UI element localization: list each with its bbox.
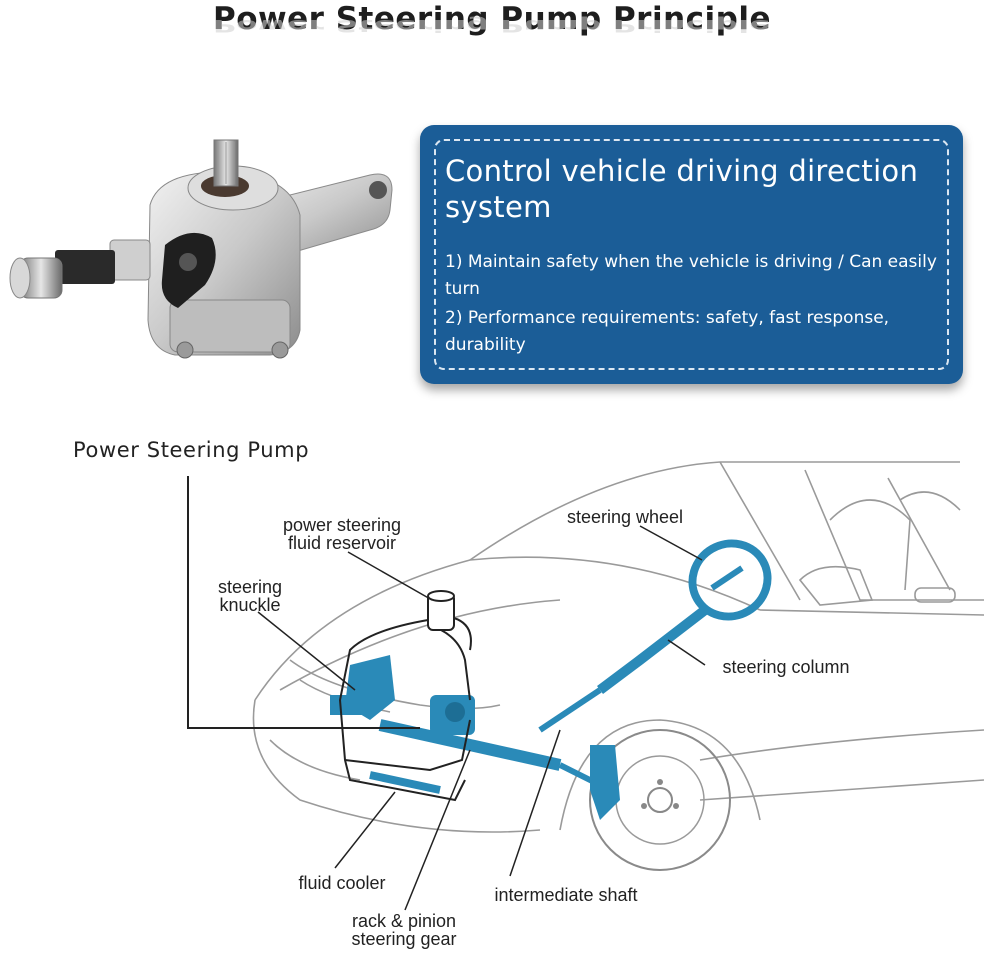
info-item: 2) Performance requirements: safety, fas… (445, 308, 890, 355)
pump-label: Power Steering Pump (73, 438, 310, 462)
callout-line: rack & pinion (351, 911, 457, 931)
callout-line: steering gear (351, 929, 457, 949)
callout-fluid-cooler: fluid cooler (298, 873, 386, 893)
fluid-hoses (338, 617, 472, 802)
info-box: Control vehicle driving direction system… (420, 125, 963, 384)
info-heading: Control vehicle driving direction system (445, 154, 919, 224)
callout-intermediate-shaft: intermediate shaft (494, 885, 638, 905)
leader-lines (187, 476, 706, 911)
callout-line: knuckle (219, 595, 281, 615)
callout-line: steering (217, 577, 283, 597)
car-outline (252, 461, 984, 833)
callout-fluid-reservoir: power steering fluid reservoir (262, 516, 422, 552)
callout-steering-column: steering column (722, 657, 850, 677)
callout-steering-wheel: steering wheel (566, 507, 684, 527)
page-title: Power Steering Pump Principle (212, 1, 772, 37)
callout-rack-pinion: rack & pinion steering gear (334, 912, 474, 948)
info-item: 1) Maintain safety when the vehicle is d… (445, 252, 937, 299)
callout-steering-knuckle: steering knuckle (205, 578, 295, 614)
callout-line: fluid reservoir (287, 533, 397, 553)
steering-parts (330, 539, 772, 820)
info-dashed-frame (434, 139, 949, 370)
callout-line: power steering (282, 515, 402, 535)
